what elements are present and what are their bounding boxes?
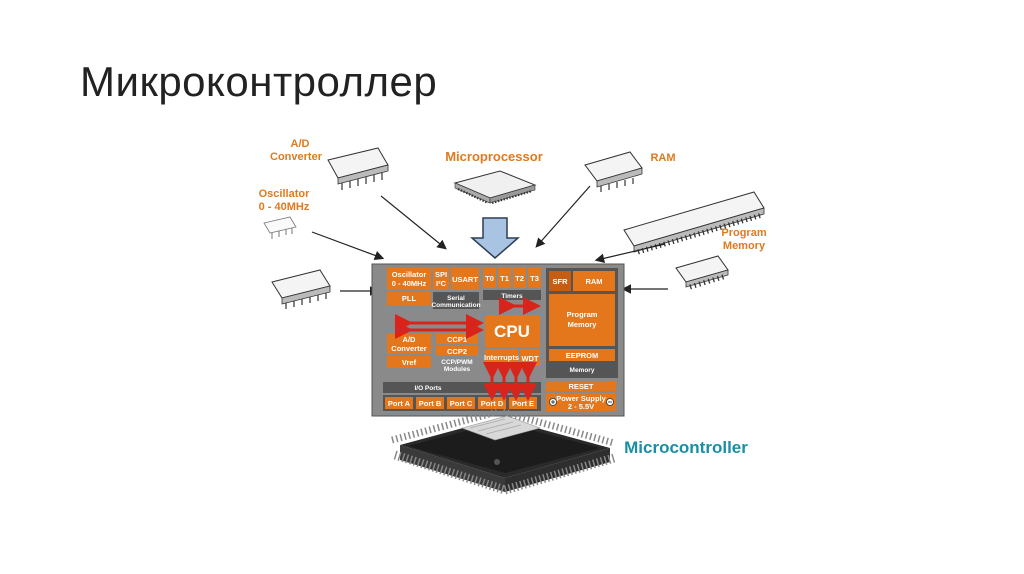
cpu-block: CPU <box>494 322 530 341</box>
ram-chip-icon <box>584 151 643 192</box>
sfr-block: SFR <box>553 277 569 286</box>
interrupts-block: Interrupts <box>484 353 519 362</box>
serial-label-2: Communication <box>431 302 480 309</box>
slide-title: Микроконтроллер <box>80 58 438 105</box>
microcontroller-label: Microcontroller <box>624 438 748 457</box>
port-c: Port C <box>450 399 473 408</box>
ccp-label-1: CCP/PWM <box>441 359 472 366</box>
ad-converter-label-1: A/D <box>291 138 310 150</box>
pll-block: PLL <box>402 294 417 303</box>
program-memory-chip-icon <box>623 191 765 255</box>
oscillator-label-1: Oscillator <box>259 188 310 200</box>
timer-t2: T2 <box>515 274 524 283</box>
ad-converter-label-2: Converter <box>270 151 323 163</box>
ccp1-block: CCP1 <box>447 335 467 344</box>
io-ports-label: I/O Ports <box>414 385 441 392</box>
vref-block: Vref <box>402 358 417 367</box>
spi-block: SPI <box>435 270 447 279</box>
eeprom-block: EEPROM <box>566 351 599 360</box>
peripheral-chip-icon <box>271 269 331 309</box>
oscillator-chip-icon <box>263 216 297 239</box>
microprocessor-label: Microprocessor <box>445 149 543 164</box>
port-b: Port B <box>419 399 442 408</box>
ad-converter-chip-icon <box>327 147 389 190</box>
program-memory-label-1: Program <box>721 227 766 239</box>
program-memory-block-2: Memory <box>568 320 598 329</box>
chip-board: Oscillator 0 - 40MHz PLL SPI I²C USART S… <box>371 263 625 417</box>
usart-block: USART <box>452 275 478 284</box>
power-block-1: Power Supply <box>556 394 606 403</box>
ram-label: RAM <box>650 152 675 164</box>
ad-block-2: Converter <box>391 344 427 353</box>
serial-label-1: Serial <box>447 295 465 302</box>
microcontroller-chip-icon <box>391 408 616 495</box>
wdt-block: WDT <box>521 354 538 363</box>
osc-block-1: Oscillator <box>392 270 427 279</box>
program-memory-label-2: Memory <box>723 240 766 252</box>
port-a: Port A <box>388 399 411 408</box>
microprocessor-chip-icon <box>453 170 537 205</box>
timer-t1: T1 <box>500 274 509 283</box>
bus-arrows <box>395 297 541 401</box>
memory-label: Memory <box>570 367 595 374</box>
i2c-block: I²C <box>436 279 447 288</box>
timer-t0: T0 <box>485 274 494 283</box>
timer-t3: T3 <box>530 274 539 283</box>
timers-label: Timers <box>501 293 523 300</box>
port-e: Port E <box>512 399 534 408</box>
ad-block-1: A/D <box>403 335 417 344</box>
ccp2-block: CCP2 <box>447 347 467 356</box>
eeprom-chip-icon <box>675 255 729 290</box>
osc-block-2: 0 - 40MHz <box>392 279 427 288</box>
port-d: Port D <box>481 399 504 408</box>
down-arrow-icon <box>469 217 521 259</box>
reset-block: RESET <box>568 382 593 391</box>
ccp-label-2: Modules <box>444 366 471 373</box>
program-memory-block-1: Program <box>567 310 598 319</box>
ram-block: RAM <box>585 277 602 286</box>
power-block-2: 2 - 5.5V <box>568 402 594 411</box>
oscillator-label-2: 0 - 40MHz <box>259 201 310 213</box>
